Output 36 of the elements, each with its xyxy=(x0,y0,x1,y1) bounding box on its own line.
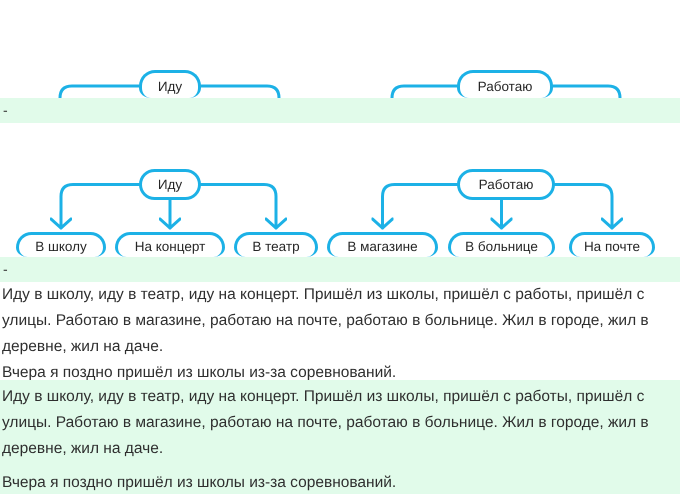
pill-node xyxy=(139,70,201,98)
pill-node xyxy=(448,232,555,257)
paragraph-text: Вчера я поздно пришёл из школы из-за соревнований. xyxy=(1,363,398,383)
node-label: На почте xyxy=(584,239,640,255)
pill-node xyxy=(139,169,201,200)
connector-arrow xyxy=(158,198,182,230)
connector-arrow xyxy=(554,183,624,230)
connector-arrow xyxy=(200,183,288,230)
node-label: Иду xyxy=(158,79,182,95)
connector-line xyxy=(58,84,140,100)
connector-arrow xyxy=(490,198,513,230)
dash-text: - xyxy=(3,101,8,120)
dash-text: - xyxy=(3,260,8,279)
connector-line xyxy=(390,84,458,100)
node-label: В больнице xyxy=(465,239,538,255)
pill-node xyxy=(16,232,106,257)
node-label: В театр xyxy=(252,239,300,255)
connector-arrow xyxy=(371,183,458,230)
paragraph-text: Вчера я поздно пришёл из школы из-за соревнований. xyxy=(1,473,398,493)
connector-line xyxy=(200,84,280,100)
node-label: Иду xyxy=(158,176,182,192)
pill-node xyxy=(327,232,438,257)
pill-node xyxy=(457,169,555,200)
pill-node xyxy=(569,232,655,257)
pill-node xyxy=(234,232,318,257)
pill-node xyxy=(457,70,553,98)
paragraph-text: Иду в школу, иду в театр, иду на концерт. Пришёл из школы, пришёл с работы, пришёл с улицы. Работаю в магазине, работаю на почте, работаю в больнице. Жил в городе, жил в деревне, жил на даче. xyxy=(1,387,650,459)
node-label: В школу xyxy=(35,239,87,255)
pill-node xyxy=(115,232,225,257)
node-label: В магазине xyxy=(347,239,418,255)
paragraph-text: Иду в школу, иду в театр, иду на концерт. Пришёл из школы, пришёл с работы, пришёл с улицы. Работаю в магазине, работаю на почте, работаю в больнице. Жил в городе, жил в деревне, жил на даче. xyxy=(1,285,650,357)
connector-arrow xyxy=(50,183,140,230)
connector-line xyxy=(552,84,622,100)
node-label: Работаю xyxy=(478,176,534,192)
node-label: На концерт xyxy=(134,239,206,255)
node-label: Работаю xyxy=(478,79,532,95)
